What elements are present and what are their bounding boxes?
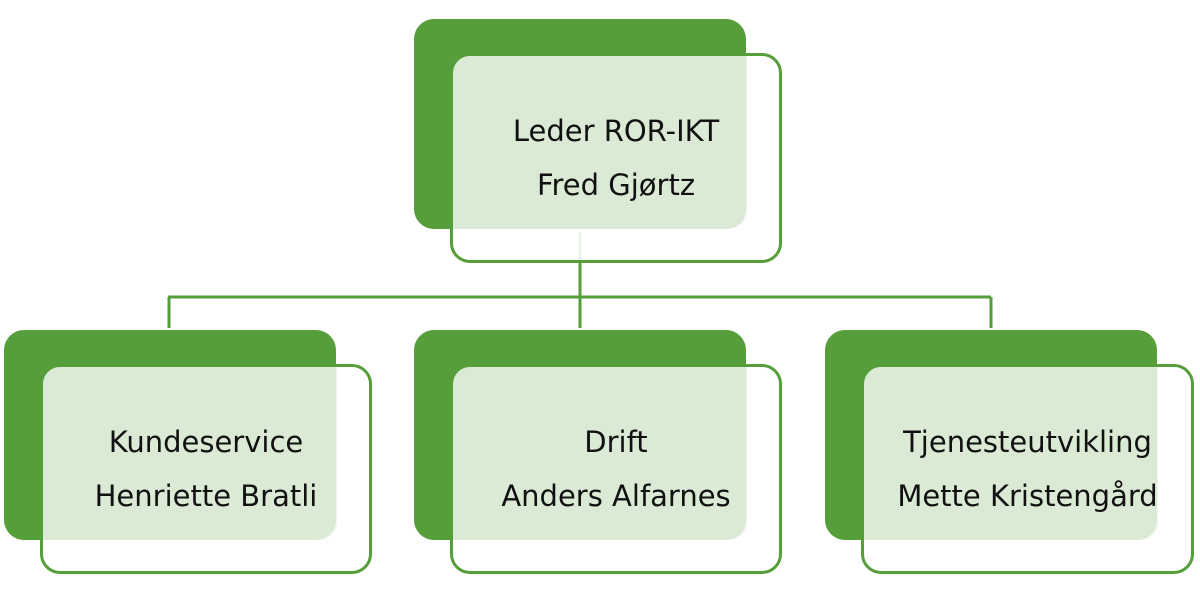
node-title: Leder ROR-IKT	[512, 114, 720, 148]
node-card: Tjenesteutvikling Mette Kristengård	[861, 364, 1194, 574]
node-person-name: Fred Gjørtz	[536, 168, 696, 202]
node-person-name: Henriette Bratli	[94, 479, 318, 513]
node-title: Tjenesteutvikling	[903, 425, 1152, 459]
node-card: Leder ROR-IKT Fred Gjørtz	[450, 53, 782, 263]
node-card: Kundeservice Henriette Bratli	[40, 364, 372, 574]
node-person-name: Anders Alfarnes	[501, 479, 731, 513]
node-title: Drift	[584, 425, 648, 459]
node-title: Kundeservice	[108, 425, 304, 459]
node-person-name: Mette Kristengård	[897, 479, 1158, 513]
node-card: Drift Anders Alfarnes	[450, 364, 782, 574]
